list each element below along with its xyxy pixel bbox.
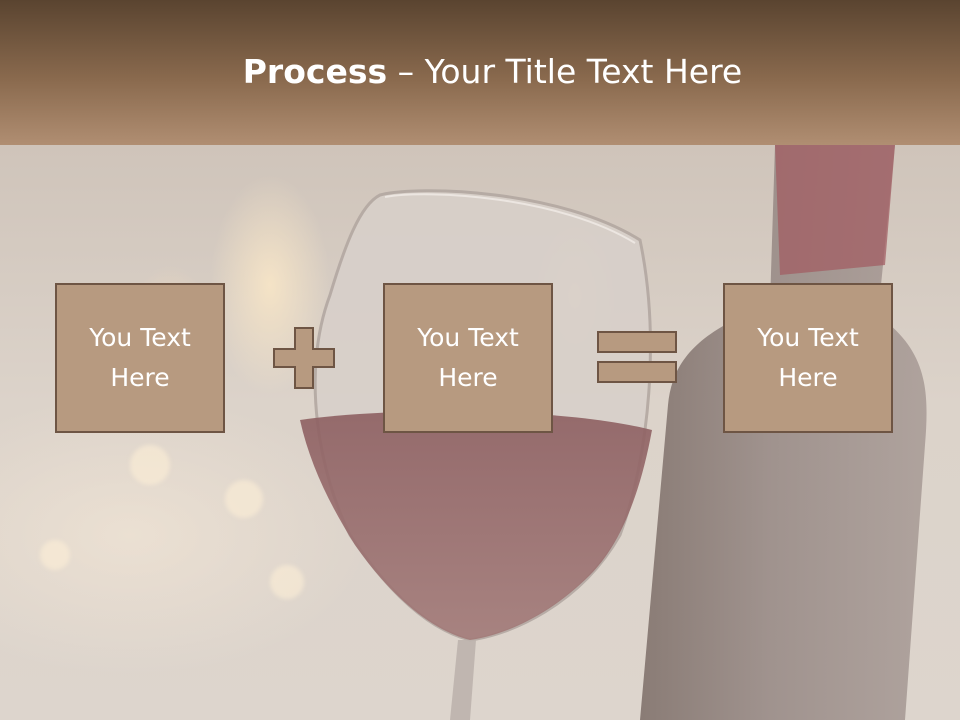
slide-title: Process – Your Title Text Here	[0, 52, 960, 91]
bokeh-light	[40, 540, 70, 570]
title-banner: Process – Your Title Text Here	[0, 0, 960, 145]
glass-wine	[300, 411, 652, 640]
process-box-text: You Text Here	[89, 323, 191, 392]
bokeh-light	[130, 445, 170, 485]
process-box-2: You Text Here	[383, 283, 553, 433]
bokeh-light	[225, 480, 263, 518]
equals-icon	[597, 331, 677, 383]
process-box-text: You Text Here	[757, 323, 859, 392]
bottle-capsule	[775, 145, 895, 275]
glass-stem	[450, 640, 476, 720]
bokeh-light	[270, 565, 304, 599]
title-bold: Process	[242, 52, 388, 91]
plus-icon	[273, 327, 335, 389]
process-box-3: You Text Here	[723, 283, 893, 433]
process-box-text: You Text Here	[417, 323, 519, 392]
process-box-1: You Text Here	[55, 283, 225, 433]
title-rest: – Your Title Text Here	[387, 52, 743, 91]
glass-rim-highlight	[384, 193, 636, 244]
